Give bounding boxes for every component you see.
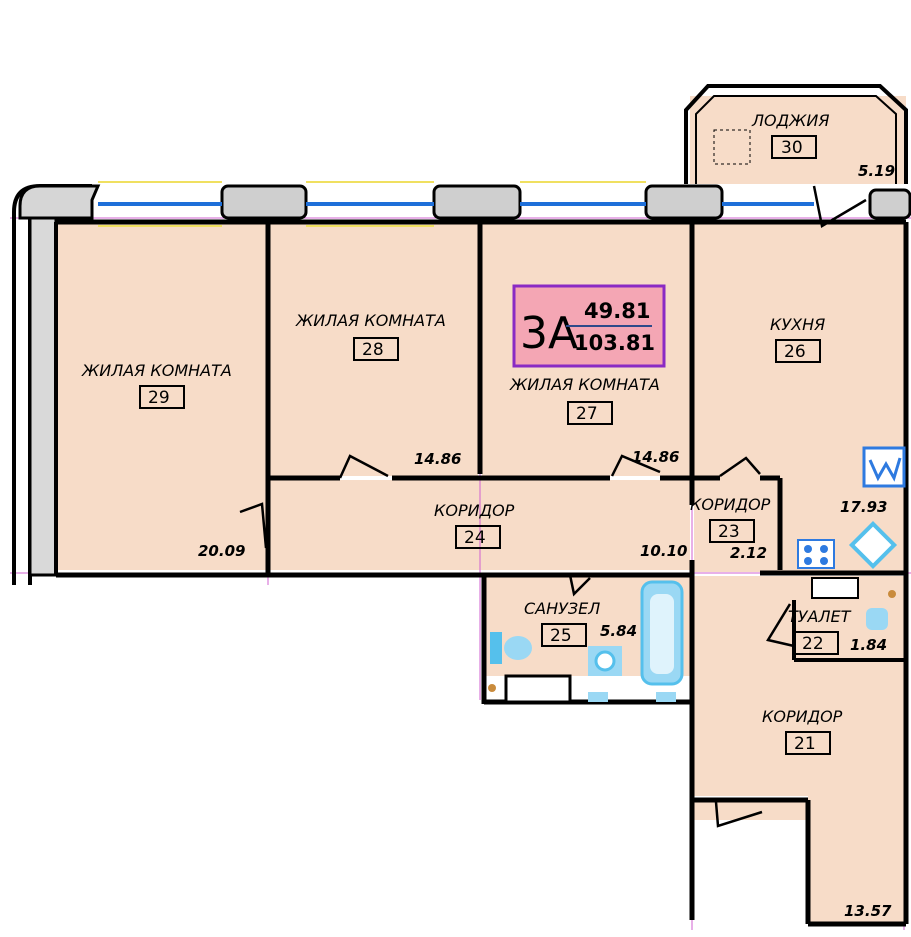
room-area: 2.12 bbox=[730, 544, 767, 562]
windows bbox=[18, 181, 911, 227]
room-number: 24 bbox=[464, 528, 486, 548]
room-name: ЛОДЖИЯ bbox=[751, 111, 829, 130]
room-name: ЖИЛАЯ КОМНАТА bbox=[509, 375, 660, 394]
room-number: 30 bbox=[781, 138, 803, 158]
room-name: КОРИДОР bbox=[434, 501, 515, 520]
room-number: 26 bbox=[784, 342, 806, 362]
room-number: 29 bbox=[148, 388, 170, 408]
room-corridor-24: КОРИДОР 24 10.10 bbox=[434, 501, 687, 560]
room-name: САНУЗЕЛ bbox=[524, 599, 600, 618]
room-living-27: ЖИЛАЯ КОМНАТА 27 14.86 bbox=[509, 375, 679, 466]
room-number: 22 bbox=[802, 634, 824, 654]
room-area: 20.09 bbox=[198, 542, 245, 560]
room-name: КОРИДОР bbox=[762, 707, 843, 726]
apartment-living-area: 49.81 bbox=[584, 299, 650, 323]
apartment-total-area: 103.81 bbox=[574, 331, 655, 355]
room-name: ЖИЛАЯ КОМНАТА bbox=[81, 361, 232, 380]
room-name: КОРИДОР bbox=[690, 495, 771, 514]
room-living-29: ЖИЛАЯ КОМНАТА 29 20.09 bbox=[81, 361, 245, 560]
room-area: 1.84 bbox=[850, 636, 887, 654]
doors bbox=[239, 185, 867, 828]
room-number: 27 bbox=[576, 404, 598, 424]
room-loggia: ЛОДЖИЯ 30 5.19 bbox=[751, 111, 895, 180]
room-corridor-21: КОРИДОР 21 13.57 bbox=[762, 707, 892, 920]
room-number: 25 bbox=[550, 626, 572, 646]
walls bbox=[12, 84, 909, 927]
apartment-type: 3А bbox=[520, 308, 578, 359]
room-living-28: ЖИЛАЯ КОМНАТА 28 14.86 bbox=[295, 311, 461, 468]
room-number: 23 bbox=[718, 522, 740, 542]
room-bathroom: САНУЗЕЛ 25 5.84 bbox=[524, 599, 637, 647]
room-area: 14.86 bbox=[632, 448, 679, 466]
room-number: 28 bbox=[362, 340, 384, 360]
room-area: 14.86 bbox=[414, 450, 461, 468]
bath-fixtures bbox=[488, 577, 896, 704]
apartment-badge: 3А 49.81 103.81 bbox=[512, 284, 666, 368]
room-kitchen: КУХНЯ 26 17.93 bbox=[770, 315, 887, 516]
room-area: 10.10 bbox=[640, 542, 687, 560]
kitchen-appliances bbox=[797, 446, 906, 570]
room-name: ЖИЛАЯ КОМНАТА bbox=[295, 311, 446, 330]
room-area: 5.84 bbox=[600, 622, 637, 640]
room-name: ТУАЛЕТ bbox=[788, 607, 852, 626]
room-toilet: ТУАЛЕТ 22 1.84 bbox=[788, 607, 887, 655]
loggia-outline bbox=[713, 129, 751, 165]
room-area: 5.19 bbox=[858, 162, 895, 180]
room-area: 17.93 bbox=[840, 498, 887, 516]
room-corridor-23: КОРИДОР 23 2.12 bbox=[690, 495, 771, 562]
room-name: КУХНЯ bbox=[770, 315, 825, 334]
room-number: 21 bbox=[794, 734, 816, 754]
room-area: 13.57 bbox=[844, 902, 892, 920]
